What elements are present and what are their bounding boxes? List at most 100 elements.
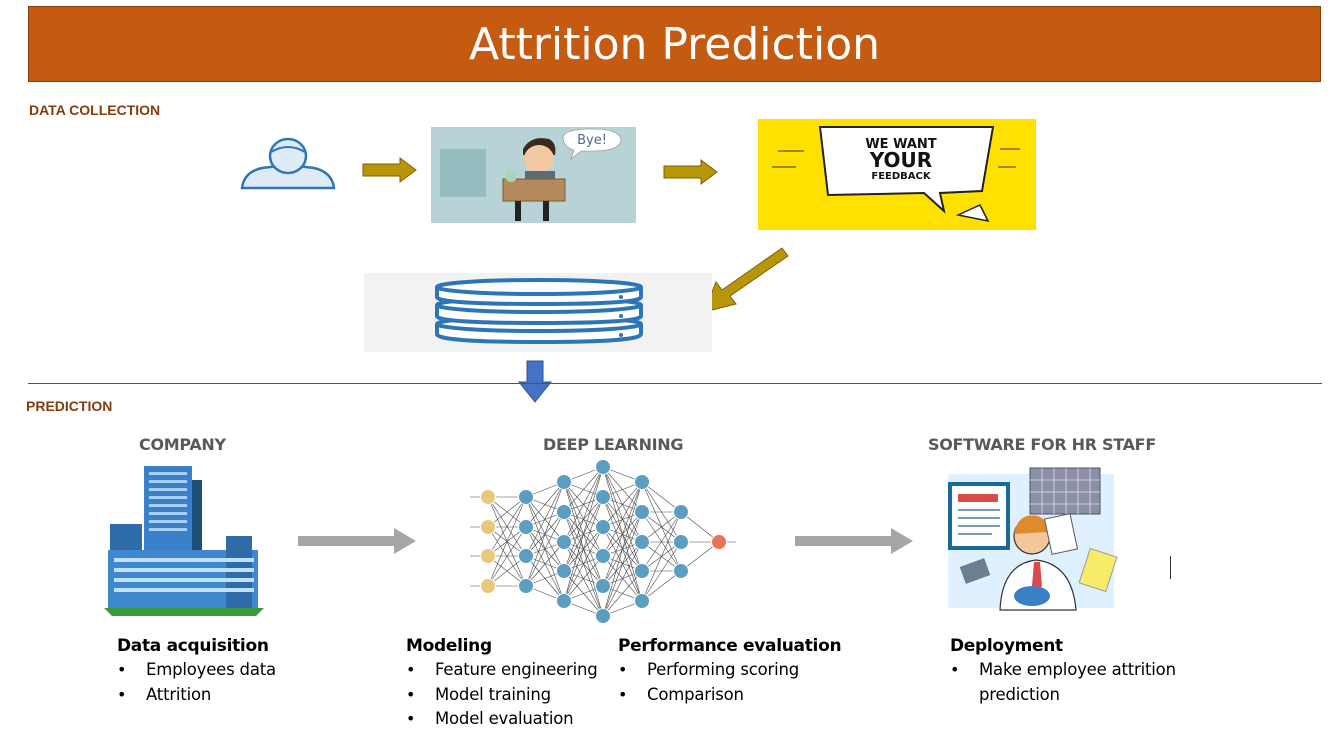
list-item: Comparison [618,683,799,708]
list-item: Attrition [117,683,276,708]
network-node [556,474,572,490]
network-edge [487,526,527,587]
network-node [556,534,572,550]
network-edge [563,466,604,513]
employee-leaving-illustration: Bye! [431,127,636,223]
feedback-line1: WE WANT [865,137,936,152]
network-edge [602,481,643,528]
network-edge [563,526,604,602]
bye-bubble-text: Bye! [577,133,607,148]
network-node [518,548,534,564]
network-edge [641,511,682,543]
network-edge [563,555,604,602]
data-acquisition-list: Employees data Attrition [117,658,276,707]
network-node [595,608,611,624]
gray-arrow-2 [795,528,913,554]
deployment-heading: Deployment [950,636,1063,656]
down-arrow [517,360,553,403]
network-edge [563,466,604,572]
performance-list: Performing scoring Comparison [618,658,799,707]
flow-arrow-diagonal [703,247,789,313]
network-edge [602,481,643,587]
network-node [634,593,650,609]
network-edge [602,481,643,617]
performance-heading: Performance evaluation [618,636,842,656]
network-edge [641,511,682,602]
network-node [480,489,496,505]
network-edge [641,541,682,602]
network-node [595,548,611,564]
page-title: Attrition Prediction [469,19,880,70]
network-edge [641,481,682,513]
network-edge [525,541,565,587]
network-node [595,459,611,475]
network-edge [525,511,565,587]
network-edge [525,481,565,528]
list-item: Model training [406,683,598,708]
company-title: COMPANY [139,435,226,454]
network-edge [563,496,604,602]
database-icon [435,278,643,345]
modeling-list: Feature engineering Model training Model… [406,658,598,732]
section-label-prediction: PREDICTION [26,398,113,414]
feedback-line2: YOUR [869,148,932,172]
network-edge [602,541,643,617]
section-divider [28,383,1322,384]
feedback-banner: WE WANT YOUR FEEDBACK [758,119,1036,230]
modeling-heading: Modeling [406,636,492,656]
network-node [673,563,689,579]
network-node [595,578,611,594]
network-edge [563,466,604,602]
list-item: Model evaluation [406,707,598,732]
deployment-list: Make employee attrition prediction [950,658,1180,707]
network-edge [525,481,565,557]
network-node [634,474,650,490]
flow-arrow-2 [663,159,718,185]
network-edge [487,496,527,587]
network-edge [525,481,565,587]
network-edge [487,555,527,587]
network-node [634,563,650,579]
network-edge [641,481,682,572]
text-cursor [1170,556,1171,579]
network-node [518,519,534,535]
list-item: Feature engineering [406,658,598,683]
section-label-data-collection: DATA COLLECTION [29,102,161,118]
data-acquisition-heading: Data acquisition [117,636,269,656]
list-item: Make employee attrition prediction [950,658,1180,707]
list-item: Employees data [117,658,276,683]
flow-arrow-1 [362,157,417,183]
network-node [673,504,689,520]
title-banner: Attrition Prediction [28,6,1321,82]
network-node [634,534,650,550]
network-edge [641,570,682,602]
network-edge [602,570,643,617]
network-edge [641,511,682,572]
building-icon [104,466,264,616]
network-edge [487,496,527,557]
feedback-line3: FEEDBACK [871,171,931,182]
network-node [634,504,650,520]
network-node [673,534,689,550]
software-title: SOFTWARE FOR HR STAFF [928,435,1156,454]
network-node [595,489,611,505]
network-node [556,563,572,579]
network-node [518,578,534,594]
neural-network-icon [470,459,736,624]
hr-software-illustration [948,467,1118,611]
network-edge [680,511,720,543]
network-node [480,578,496,594]
network-node [711,534,727,550]
gray-arrow-1 [298,528,416,554]
network-edge [563,466,604,543]
network-edge [602,511,643,617]
network-node [556,504,572,520]
user-icon [240,137,336,190]
list-item: Performing scoring [618,658,799,683]
network-node [556,593,572,609]
network-node [480,548,496,564]
network-edge [602,481,643,557]
network-node [595,519,611,535]
network-edge [487,496,527,528]
network-node [518,489,534,505]
